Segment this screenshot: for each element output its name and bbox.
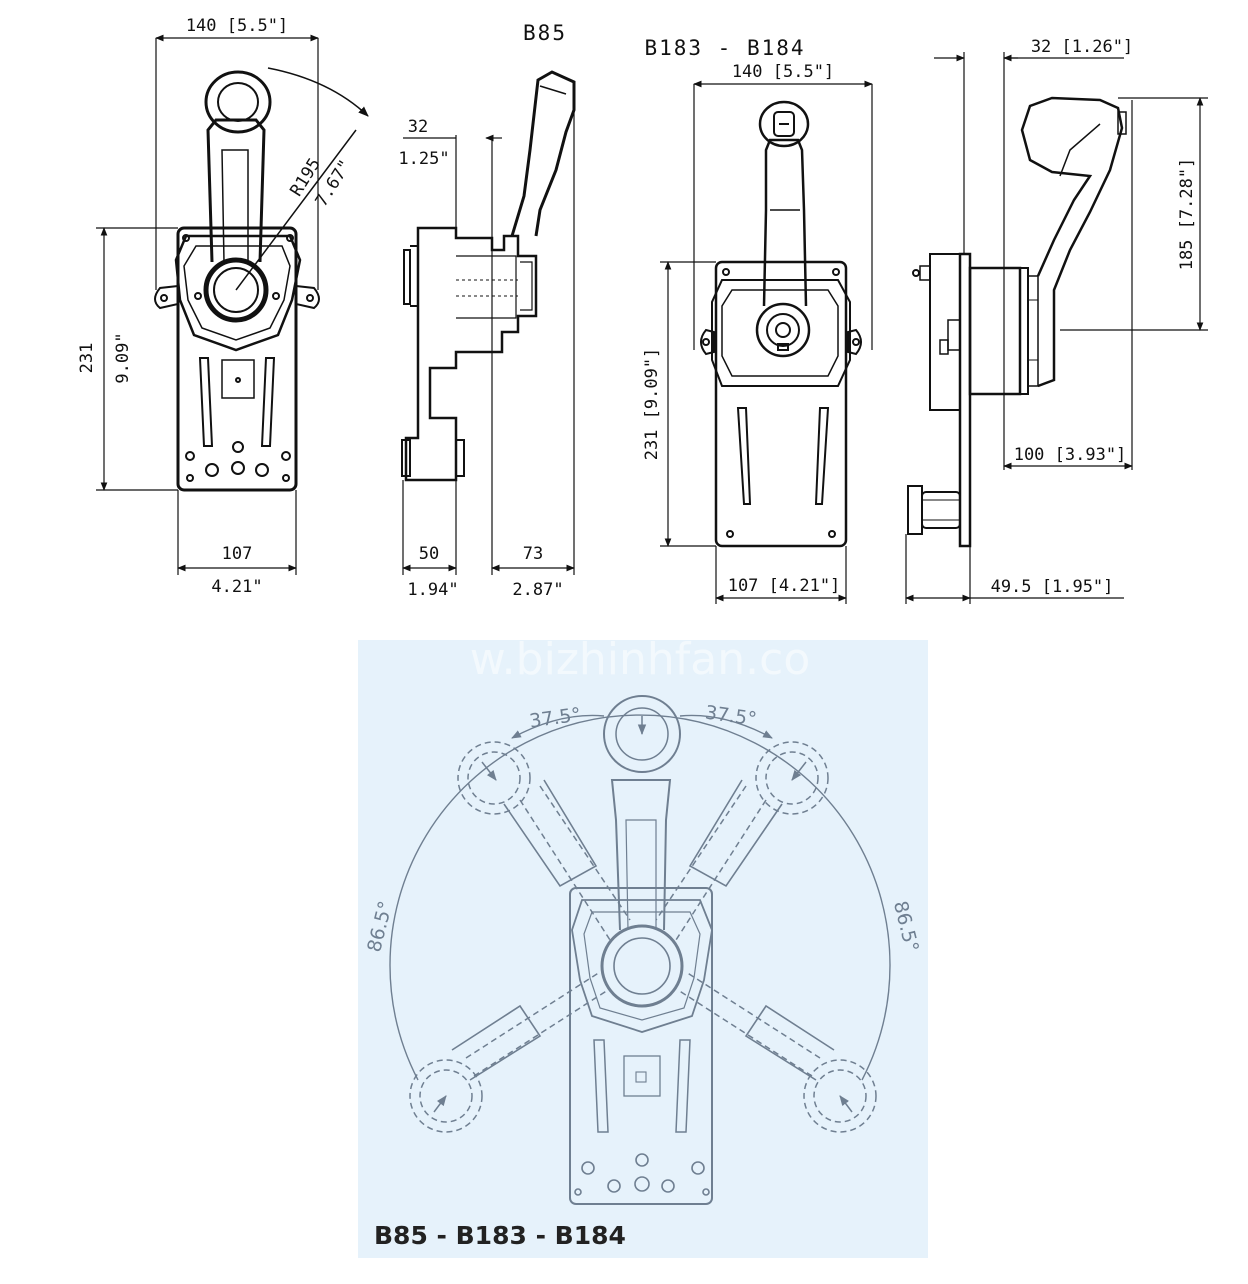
lever-housing bbox=[174, 234, 302, 352]
side-view-b183-b184 bbox=[905, 52, 1208, 604]
dim-depth-b: 73 bbox=[523, 544, 543, 564]
front-view-b183-b184 bbox=[660, 80, 873, 604]
base-plate-2 bbox=[714, 260, 848, 548]
dim-base-width-in: 4.21" bbox=[211, 577, 262, 597]
dim-base-width-2: 107 [4.21"] bbox=[728, 576, 841, 596]
dim-height-in: 9.09" bbox=[113, 332, 133, 383]
dim-depth-2: 49.5 [1.95"] bbox=[991, 577, 1114, 597]
dim-height-2: 231 [9.09"] bbox=[642, 348, 662, 461]
dim-reach: 100 [3.93"] bbox=[1014, 445, 1127, 465]
dim-offset-in: 1.25" bbox=[398, 149, 449, 169]
model-label: B85 - B183 - B184 bbox=[374, 1221, 626, 1250]
dim-base-width: 107 bbox=[222, 544, 253, 564]
dim-offset-2: 32 [1.26"] bbox=[1031, 37, 1133, 57]
swing-diagram-panel: w.bizhinhfan.co bbox=[358, 634, 928, 1258]
base-plate bbox=[176, 226, 298, 492]
watermark: w.bizhinhfan.co bbox=[470, 634, 811, 685]
dim-height: 231 bbox=[77, 343, 97, 374]
side-view-b85 bbox=[401, 70, 576, 575]
front-view-b85 bbox=[96, 34, 369, 575]
title-b183-b184: B183 - B184 bbox=[644, 36, 805, 60]
dim-offset: 32 bbox=[408, 117, 428, 137]
swing-arc bbox=[389, 714, 891, 1081]
dim-depth-b-in: 2.87" bbox=[512, 580, 563, 600]
dim-depth-a: 50 bbox=[419, 544, 439, 564]
dim-top-width: 140 [5.5"] bbox=[186, 16, 288, 36]
dim-top-width-2: 140 [5.5"] bbox=[732, 62, 834, 82]
dim-depth-a-in: 1.94" bbox=[407, 580, 458, 600]
panel-background bbox=[358, 640, 928, 1258]
title-b85: B85 bbox=[523, 21, 567, 45]
dim-height-3: 185 [7.28"] bbox=[1177, 158, 1197, 271]
